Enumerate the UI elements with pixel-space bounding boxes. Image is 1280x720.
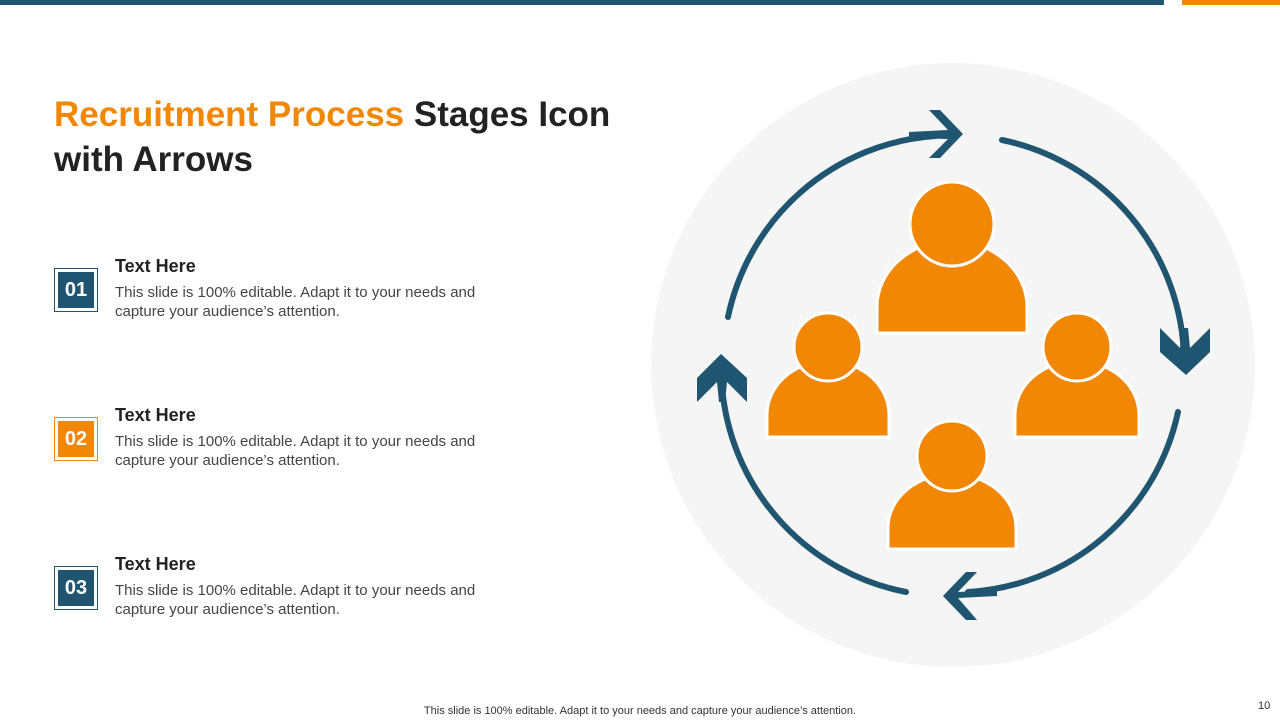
cycle-arrows-icon: [720, 133, 1187, 595]
item-description: This slide is 100% editable. Adapt it to…: [115, 433, 476, 469]
number-badge: 01: [54, 268, 98, 312]
list-item: 01 Text Here This slide is 100% editable…: [54, 256, 514, 336]
person-icon: [875, 180, 1029, 335]
title-rest: Stages Icon with Arrows: [54, 95, 611, 179]
number-badge-label: 01: [58, 272, 94, 308]
number-badge-label: 02: [58, 421, 94, 457]
footer-note: This slide is 100% editable. Adapt it to…: [423, 705, 857, 717]
item-title: Text Here: [115, 554, 196, 574]
arrow-heads: [697, 110, 1210, 620]
item-title: Text Here: [115, 405, 196, 425]
number-badge-label: 03: [58, 570, 94, 606]
arrow-head-down-icon: [1160, 328, 1210, 375]
recruitment-graphic: [650, 62, 1256, 668]
arrow-head-left-icon: [943, 572, 997, 620]
person-icon: [886, 419, 1018, 551]
people-group-icon: [765, 180, 1141, 551]
top-bar-accent: [1182, 0, 1280, 5]
person-icon: [1013, 311, 1141, 439]
title-highlight: Recruitment Process: [54, 95, 405, 134]
slide-title: Recruitment Process Stages Icon with Arr…: [54, 92, 614, 182]
number-badge: 03: [54, 566, 98, 610]
list-item: 03 Text Here This slide is 100% editable…: [54, 554, 514, 634]
arrow-head-right-icon: [909, 110, 963, 158]
item-description: This slide is 100% editable. Adapt it to…: [115, 582, 476, 618]
item-title: Text Here: [115, 256, 196, 276]
page-number: 10: [1258, 700, 1271, 712]
background-circle: [651, 63, 1255, 667]
list-item: 02 Text Here This slide is 100% editable…: [54, 405, 514, 485]
recruitment-cycle-svg: [651, 63, 1255, 667]
item-description: This slide is 100% editable. Adapt it to…: [115, 284, 476, 320]
number-badge: 02: [54, 417, 98, 461]
arrow-head-up-icon: [697, 354, 747, 402]
person-icon: [765, 311, 891, 439]
top-bar-dark: [0, 0, 1164, 5]
